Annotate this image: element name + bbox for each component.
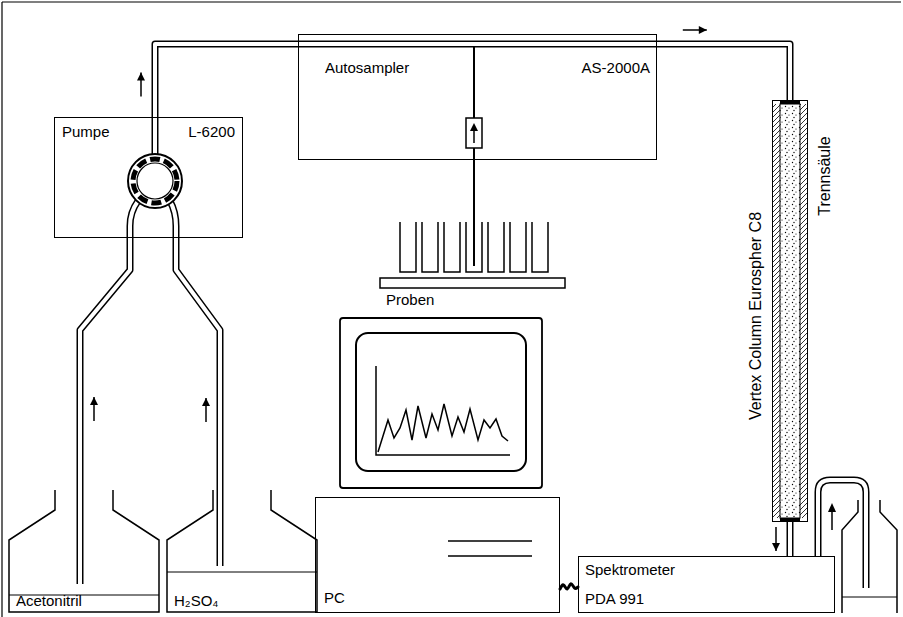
tube-bore (657, 44, 790, 100)
tube-connector (657, 26, 790, 100)
node-label: AS-2000A (582, 59, 650, 76)
separation-column: Vertex Column Eurospher C8Trennsäule (772, 100, 808, 522)
pump-head (128, 154, 182, 208)
tube-connector (80, 238, 130, 490)
tube-outline (787, 522, 794, 556)
node-label: Pumpe (62, 123, 110, 140)
sample-rack (380, 222, 565, 288)
node-label: PC (324, 589, 345, 606)
node-label: Acetonitril (16, 592, 82, 609)
tube-connector (137, 44, 298, 117)
node-label: Vertex Column Eurospher C8 (747, 212, 765, 420)
node-label: Spektrometer (585, 561, 675, 578)
tube-bore (155, 44, 298, 117)
tube-bore (80, 238, 130, 490)
node-label: Autosampler (325, 59, 409, 76)
liquid-level (167, 572, 317, 573)
tube-outline (80, 238, 130, 490)
arrow-head (772, 543, 780, 551)
sample-rack-label: Proben (386, 291, 434, 308)
solvent-bottle: Acetonitril (8, 490, 160, 613)
tube-outline (155, 44, 298, 117)
arrow-head (202, 398, 210, 406)
injection-needle (466, 47, 482, 266)
node-label: H₂SO₄ (174, 592, 218, 609)
tube-connector (176, 238, 220, 490)
tube-outline (176, 238, 220, 490)
tube-bore (788, 522, 792, 556)
pc-box: PC (315, 497, 560, 613)
waste-bottle (828, 500, 897, 613)
solvent-bottle: H₂SO₄ (166, 490, 318, 613)
cable-line (560, 584, 578, 589)
tube-connector (772, 522, 790, 556)
spectrometer-box: SpektrometerPDA 991 (578, 556, 835, 613)
node-label: L-6200 (188, 123, 235, 140)
bottle-outline (167, 490, 317, 612)
node-label: PDA 991 (585, 590, 644, 607)
data-cable (560, 584, 578, 589)
bottle-outline (9, 490, 159, 612)
arrow-head (699, 26, 707, 34)
pump-box: Pumpe L-6200 (54, 117, 243, 238)
arrow-head (137, 73, 145, 81)
tubing (80, 44, 866, 588)
monitor (340, 318, 542, 556)
column-packing (773, 100, 807, 522)
tube-bore (176, 238, 220, 490)
node-label: Trennsäule (816, 136, 834, 215)
tube-outline (657, 44, 790, 100)
arrow-head (90, 397, 98, 405)
autosampler-box: Autosampler AS-2000A (298, 34, 657, 160)
